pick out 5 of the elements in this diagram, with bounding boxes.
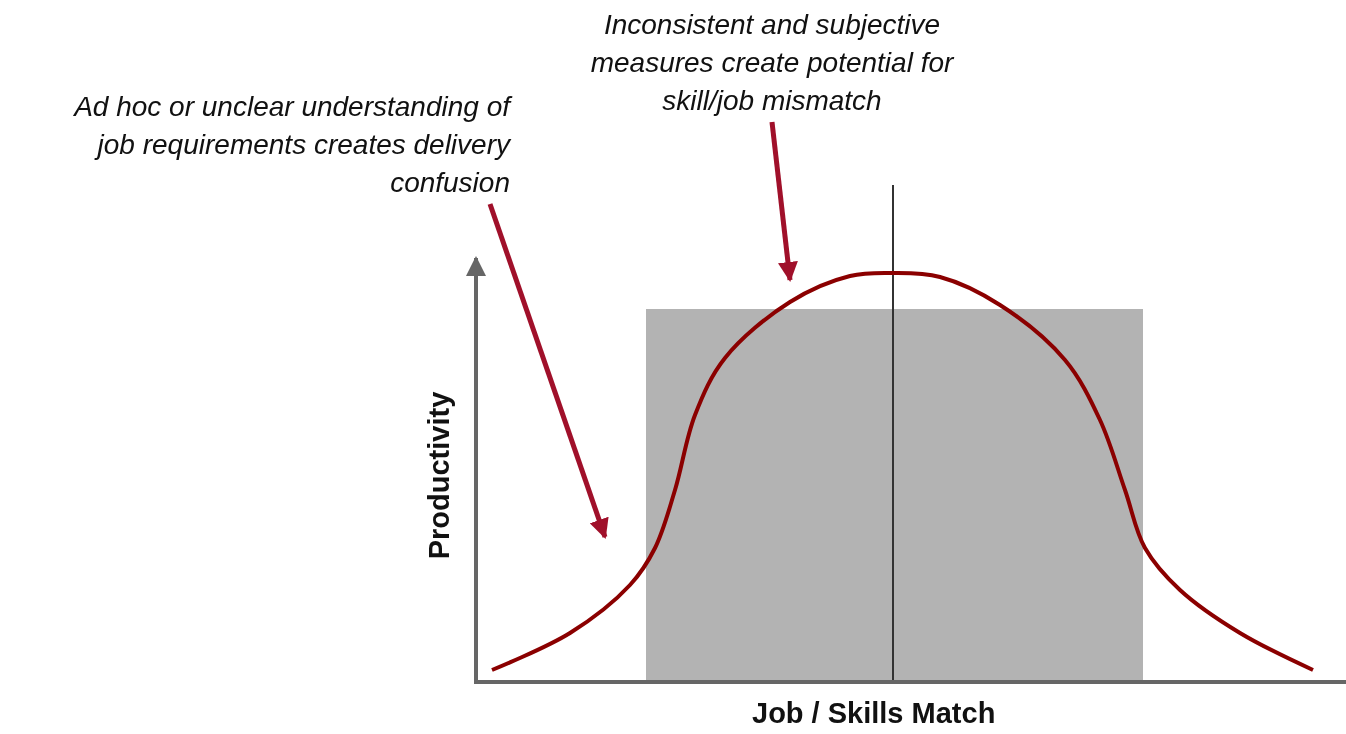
arrow	[487, 203, 609, 539]
arrow	[769, 121, 798, 282]
callout-text: Inconsistent and subjective measures create potential for skill/job mismatch	[552, 6, 992, 120]
axis-label: Productivity	[423, 391, 457, 559]
axis-label: Job / Skills Match	[752, 697, 996, 730]
